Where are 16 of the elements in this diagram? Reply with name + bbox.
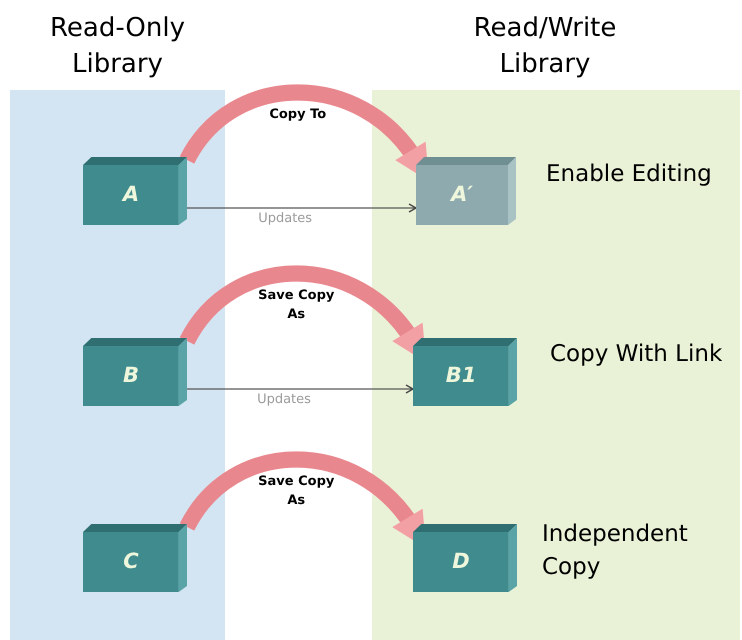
- panel-heading: Read/Write Library: [472, 12, 618, 81]
- arrow: [187, 203, 417, 213]
- edge-label: Save Copy As: [257, 472, 336, 510]
- block-caption: Copy With Link: [550, 340, 724, 369]
- arrow: [187, 384, 414, 394]
- block-label: B1: [446, 362, 476, 390]
- block-label: A: [122, 181, 140, 208]
- block-label: D: [452, 548, 470, 576]
- block-label: A′: [451, 181, 473, 208]
- edge-label: Save Copy As: [257, 286, 336, 324]
- edge-label: Copy To: [268, 106, 328, 124]
- block-label: B: [122, 362, 139, 390]
- block-label: C: [123, 548, 139, 576]
- block-caption: Enable Editing: [546, 160, 713, 189]
- block-caption: Independent Copy: [542, 520, 689, 582]
- panel-heading: Read-Only Library: [49, 12, 186, 81]
